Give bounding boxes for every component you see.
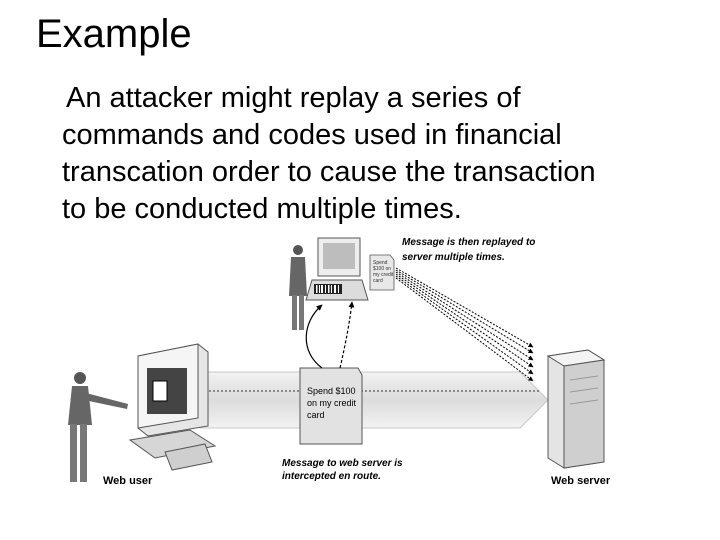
web-user-figure: [68, 372, 128, 482]
web-server-icon: [546, 349, 606, 469]
intercept-caption-line: intercepted en route.: [282, 471, 381, 482]
intercept-dashed-arrow: [339, 301, 355, 369]
message-note-line: Spend $100: [307, 386, 356, 396]
message-note-line: on my credit: [307, 398, 357, 408]
body-line: to be conducted multiple times.: [62, 193, 462, 225]
attacker-computer-icon: [305, 237, 369, 301]
copy-note-line: $100 on: [373, 266, 391, 272]
capture-arrow: [305, 304, 323, 369]
copy-note-line: card: [373, 278, 383, 284]
user-computer-icon: [128, 343, 217, 471]
copied-message-note: Spend $100 on my credit card: [369, 254, 395, 291]
body-line: transcation order to cause the transacti…: [62, 156, 596, 188]
intercept-caption-line: Message to web server is: [282, 458, 403, 469]
replay-caption-line: Message is then replayed to: [402, 237, 535, 248]
replay-arrows: [395, 267, 534, 382]
message-flow-band: [199, 371, 549, 429]
copy-note-line: Spend: [373, 260, 388, 266]
slide-title: Example: [36, 12, 192, 56]
attacker-figure: [289, 245, 307, 330]
message-note-line: card: [307, 410, 325, 420]
body-line: An attacker might replay a series of: [66, 82, 521, 114]
web-user-label: Web user: [103, 475, 153, 487]
intercepted-message-note: Spend $100 on my credit card: [299, 367, 363, 445]
copy-note-line: my credit: [373, 272, 394, 278]
slide-body: An attacker might replay a series of com…: [62, 80, 682, 228]
body-line: commands and codes used in financial: [62, 119, 562, 151]
web-server-label: Web server: [551, 475, 611, 487]
replay-caption-line: server multiple times.: [402, 252, 505, 263]
